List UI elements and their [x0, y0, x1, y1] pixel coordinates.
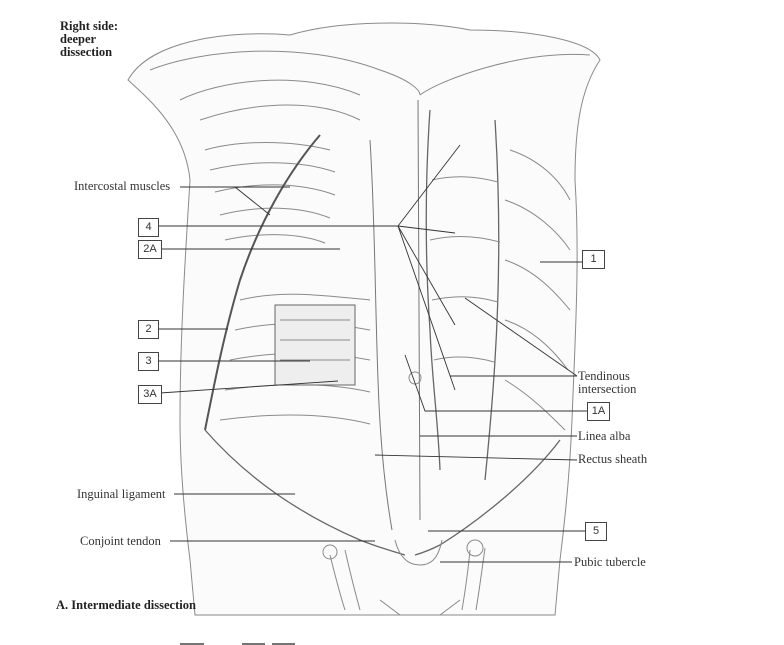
leader-rectus-sheath	[374, 454, 578, 461]
leader-3a	[159, 380, 339, 394]
label-inguinal-ligament: Inguinal ligament	[77, 487, 166, 501]
box-1: 1	[582, 250, 605, 269]
label-intercostal-muscles: Intercostal muscles	[74, 179, 171, 193]
box-3: 3	[138, 352, 159, 371]
box-2a: 2A	[138, 240, 162, 259]
label-tendinous-2: intersection	[578, 382, 637, 396]
header-line-1: Right side:	[60, 19, 118, 33]
leader-tendinous	[464, 297, 578, 377]
box-4: 4	[138, 218, 159, 237]
label-linea-alba: Linea alba	[578, 429, 631, 443]
header-line-3: dissection	[60, 45, 113, 59]
label-tendinous-1: Tendinous	[578, 369, 630, 383]
header-line-2: deeper	[60, 32, 97, 46]
label-conjoint-tendon: Conjoint tendon	[80, 534, 161, 548]
box-2: 2	[138, 320, 159, 339]
box-1a: 1A	[587, 402, 610, 421]
label-pubic-tubercle: Pubic tubercle	[574, 555, 646, 569]
label-rectus-sheath: Rectus sheath	[578, 452, 648, 466]
box-5: 5	[585, 522, 607, 541]
box-3a: 3A	[138, 385, 162, 404]
torso-outline	[127, 22, 601, 616]
leader-1a	[404, 354, 587, 412]
figure-caption: A. Intermediate dissection	[56, 598, 196, 612]
